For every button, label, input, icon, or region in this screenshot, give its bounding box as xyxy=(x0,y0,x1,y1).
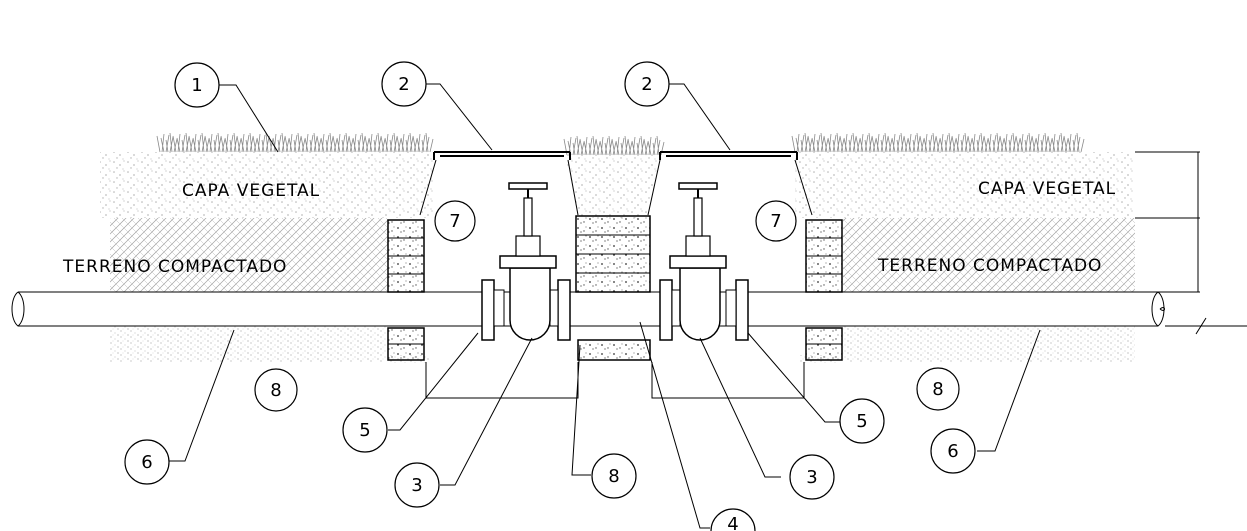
pipe xyxy=(11,291,1165,327)
gate-valve-left xyxy=(481,182,571,341)
svg-text:5: 5 xyxy=(856,411,867,432)
svg-text:8: 8 xyxy=(270,380,281,401)
capa-vegetal-layer xyxy=(100,152,1135,218)
label-capa-vegetal-left: CAPA VEGETAL xyxy=(182,181,320,201)
callout-4: 4 xyxy=(710,508,756,531)
svg-text:7: 7 xyxy=(449,211,460,232)
svg-text:3: 3 xyxy=(411,475,422,496)
callout-6-right: 6 xyxy=(930,428,976,474)
label-terreno-compactado-left: TERRENO COMPACTADO xyxy=(62,257,287,277)
callout-7-right: 7 xyxy=(755,200,797,242)
chamber-lid-left xyxy=(433,151,571,160)
grass-surface xyxy=(156,132,1085,156)
leader-lines xyxy=(169,83,1041,529)
chamber-lid-right xyxy=(659,151,798,160)
callout-7-left: 7 xyxy=(434,200,476,242)
callout-6-left: 6 xyxy=(124,439,170,485)
svg-text:2: 2 xyxy=(641,74,652,95)
svg-text:7: 7 xyxy=(770,211,781,232)
callout-1: 1 xyxy=(174,62,220,108)
svg-text:5: 5 xyxy=(359,420,370,441)
brick-wall-right xyxy=(805,219,843,361)
callout-2-right: 2 xyxy=(624,61,670,107)
svg-text:3: 3 xyxy=(806,467,817,488)
terreno-compactado-layer xyxy=(110,218,1135,292)
callout-8-center: 8 xyxy=(591,453,637,499)
label-capa-vegetal-right: CAPA VEGETAL xyxy=(978,179,1116,199)
svg-text:4: 4 xyxy=(727,514,738,531)
callout-2-left: 2 xyxy=(381,61,427,107)
label-terreno-compactado-right: TERRENO COMPACTADO xyxy=(877,256,1102,276)
callout-8-right: 8 xyxy=(916,367,960,411)
callout-5-right: 5 xyxy=(839,398,885,444)
brick-wall-center xyxy=(575,215,651,361)
svg-text:1: 1 xyxy=(191,75,202,96)
brick-wall-left xyxy=(387,219,425,361)
callout-8-left: 8 xyxy=(254,368,298,412)
svg-text:6: 6 xyxy=(141,452,152,473)
svg-text:8: 8 xyxy=(608,466,619,487)
callout-5-left: 5 xyxy=(342,407,388,453)
gate-valve-right xyxy=(659,182,749,341)
dimension-lines xyxy=(1135,151,1247,335)
svg-text:6: 6 xyxy=(947,441,958,462)
svg-text:8: 8 xyxy=(932,379,943,400)
callout-3-left: 3 xyxy=(394,462,440,508)
svg-text:2: 2 xyxy=(398,74,409,95)
callout-3-right: 3 xyxy=(789,454,835,500)
